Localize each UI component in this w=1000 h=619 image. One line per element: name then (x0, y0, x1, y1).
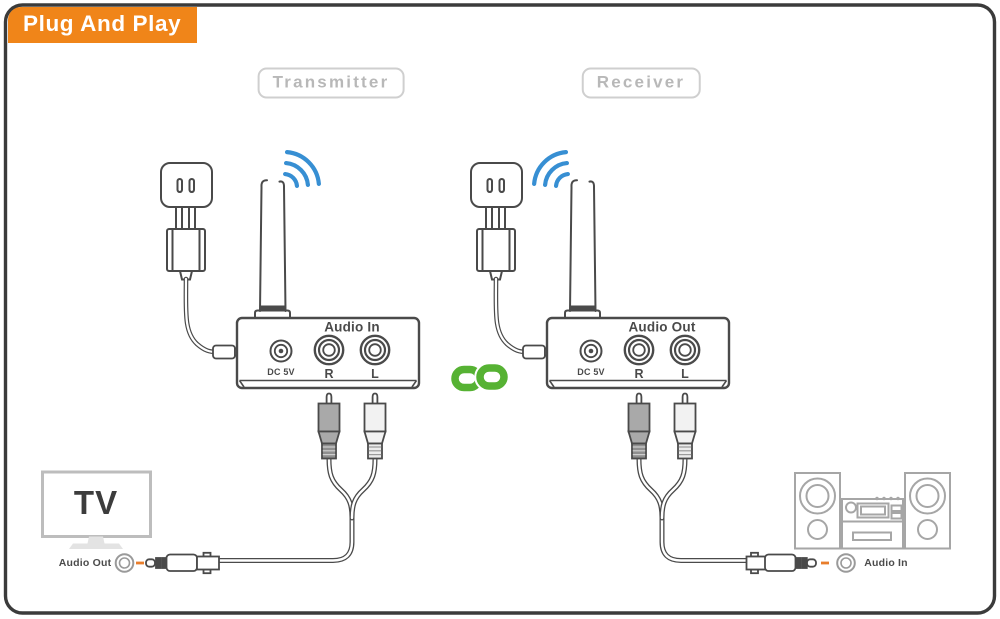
wall-outlet-right-icon (470, 162, 523, 208)
rca-jack-r-left-icon (313, 334, 345, 366)
power-cable-right (493, 276, 530, 355)
banner: Plug And Play (8, 7, 198, 43)
aux-plug-left-icon (145, 551, 220, 575)
transmitter-l-label: L (371, 367, 379, 381)
transmitter-badge: Transmitter (257, 67, 405, 99)
banner-title: Plug And Play (23, 11, 182, 36)
antenna-right-icon (564, 179, 601, 319)
transmitter-dc-label: DC 5V (267, 367, 295, 377)
dc-jack-right-icon (579, 339, 603, 363)
rca-jack-l-left-icon (359, 334, 391, 366)
audio-cable-right (636, 456, 750, 563)
wifi-signal-icon (532, 150, 570, 188)
receiver-badge: Receiver (581, 67, 701, 99)
link-icon (451, 362, 510, 392)
stereo-audio-in-label: Audio In (864, 557, 908, 569)
transmitter-panel-label: Audio In (324, 319, 380, 335)
tv-icon (41, 470, 152, 549)
antenna-left-icon (254, 179, 291, 319)
aux-plug-right-icon (745, 551, 817, 575)
power-cable-left (183, 276, 220, 355)
receiver-l-label: L (681, 367, 689, 381)
power-adapter-left-icon (166, 206, 206, 281)
tv-audio-jack-icon (114, 553, 135, 573)
power-adapter-right-icon (476, 206, 516, 281)
dc-jack-left-icon (269, 339, 293, 363)
stereo-audio-jack-icon (836, 553, 856, 573)
rca-plug-l-left-icon (363, 392, 387, 460)
rca-plug-r-left-icon (317, 392, 341, 460)
tv-audio-out-label: Audio Out (58, 557, 112, 569)
rca-plug-l-right-icon (673, 392, 697, 460)
rca-jack-r-right-icon (623, 334, 655, 366)
stereo-system-icon (794, 472, 951, 550)
frame-border (3, 3, 997, 615)
audio-cable-left (217, 456, 378, 563)
transmitter-r-label: R (324, 367, 334, 381)
rca-plug-r-right-icon (627, 392, 651, 460)
wifi-signal-icon (283, 150, 321, 188)
receiver-panel-label: Audio Out (628, 319, 696, 335)
rca-jack-l-right-icon (669, 334, 701, 366)
receiver-dc-label: DC 5V (577, 367, 605, 377)
receiver-r-label: R (634, 367, 644, 381)
tv-label: TV (73, 484, 119, 521)
wall-outlet-left-icon (160, 162, 213, 208)
